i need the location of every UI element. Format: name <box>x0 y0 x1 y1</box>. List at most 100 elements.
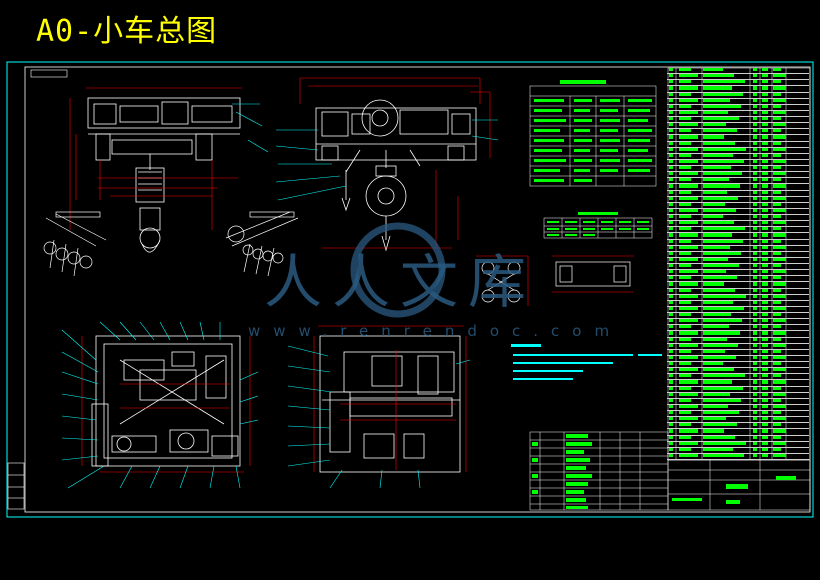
parts-list-row <box>667 166 809 173</box>
outer-frame <box>6 61 814 518</box>
parts-list-row <box>667 104 809 111</box>
plan-view-left <box>91 335 241 467</box>
parts-list-row <box>667 184 809 191</box>
parts-list-row <box>667 282 809 289</box>
parts-list-row <box>667 68 809 75</box>
plan-view-left-leaders <box>61 321 259 489</box>
plan-view-left-dimensions <box>81 336 251 473</box>
parts-list-row <box>667 368 809 375</box>
bottom-parts-table <box>529 431 669 511</box>
plan-view-right <box>319 335 461 473</box>
technical-spec-table <box>529 85 657 187</box>
parts-list-row <box>667 276 809 283</box>
parts-list-row <box>667 190 809 197</box>
parts-list-row <box>667 227 809 234</box>
parts-list-row <box>667 221 809 228</box>
parts-list-row <box>667 411 809 418</box>
parts-list-row <box>667 313 809 320</box>
parts-list-row <box>667 245 809 252</box>
parts-list-row <box>667 441 809 448</box>
plan-view-right-leaders <box>287 345 471 489</box>
left-margin-labels <box>7 462 25 510</box>
watermark-url: www.renrendoc.com <box>248 322 623 340</box>
right-wheel-detail <box>225 211 299 277</box>
bottom-parts-table-text <box>532 434 592 509</box>
parts-list-row <box>667 386 809 393</box>
parts-list-row <box>667 208 809 215</box>
parts-list-row <box>667 239 809 246</box>
parts-list-row <box>667 398 809 405</box>
parts-list-row <box>667 331 809 338</box>
title-block-text <box>672 476 796 504</box>
left-wheel-detail <box>43 211 107 277</box>
parts-list-row <box>667 417 809 424</box>
parts-list-row <box>667 264 809 271</box>
watermark-logo: 人人文库 <box>264 222 536 318</box>
parts-list-row <box>667 288 809 295</box>
parts-list-row <box>667 337 809 344</box>
side-elevation-dimensions <box>69 87 242 230</box>
parts-list-row <box>667 343 809 350</box>
parts-list-row <box>667 257 809 264</box>
watermark-logo-text: 人人文库 <box>264 248 536 316</box>
parts-list-row <box>667 141 809 148</box>
parts-list-row <box>667 355 809 362</box>
parts-list-row <box>667 392 809 399</box>
parts-list-row <box>667 196 809 203</box>
parts-list-row <box>667 129 809 136</box>
parts-list-row <box>667 300 809 307</box>
parts-list-row <box>667 92 809 99</box>
parts-list-row <box>667 74 809 81</box>
side-elevation-view <box>87 97 241 253</box>
parts-list-row <box>667 178 809 185</box>
parts-list-row <box>667 215 809 222</box>
parts-list-row <box>667 135 809 142</box>
parts-list-row <box>667 251 809 258</box>
front-elevation-view <box>315 99 477 252</box>
parts-list-row <box>667 110 809 117</box>
parts-list-row <box>667 423 809 430</box>
right-parts-list-rows <box>667 68 809 460</box>
parts-list-row <box>667 325 809 332</box>
watermark-ring-icon <box>350 222 446 318</box>
parts-list-row <box>667 453 809 460</box>
drawing-title: A0-小车总图 <box>36 14 218 49</box>
parts-list-row <box>667 172 809 179</box>
parts-list-row <box>667 362 809 369</box>
parts-list-row <box>667 429 809 436</box>
parts-list-row <box>667 98 809 105</box>
parts-list-row <box>667 202 809 209</box>
technical-requirements-text <box>511 344 662 380</box>
parts-list-row <box>667 147 809 154</box>
parts-list-row <box>667 233 809 240</box>
top-left-label-box <box>30 69 68 78</box>
parts-list-row <box>667 447 809 454</box>
small-data-table <box>543 217 653 239</box>
plan-view-right-dimensions <box>313 325 467 472</box>
technical-spec-table-text <box>534 80 652 182</box>
front-elevation-dimensions <box>299 77 491 249</box>
parts-list-row <box>667 153 809 160</box>
parts-list-row <box>667 404 809 411</box>
right-parts-list <box>667 67 811 461</box>
small-data-table-text <box>547 212 649 236</box>
parts-list-row <box>667 319 809 326</box>
front-elevation-leaders <box>275 119 499 201</box>
parts-list-row <box>667 294 809 301</box>
parts-list-row <box>667 374 809 381</box>
parts-list-row <box>667 349 809 356</box>
parts-list-row <box>667 80 809 87</box>
parts-list-row <box>667 123 809 130</box>
wheel-assembly-dimensions <box>476 255 634 306</box>
side-elevation-leaders <box>232 103 269 153</box>
wheel-assembly-detail <box>481 261 631 303</box>
parts-list-row <box>667 159 809 166</box>
parts-list-row <box>667 435 809 442</box>
parts-list-row <box>667 306 809 313</box>
parts-list-row <box>667 270 809 277</box>
parts-list-row <box>667 86 809 93</box>
parts-list-row <box>667 117 809 124</box>
parts-list-row <box>667 380 809 387</box>
